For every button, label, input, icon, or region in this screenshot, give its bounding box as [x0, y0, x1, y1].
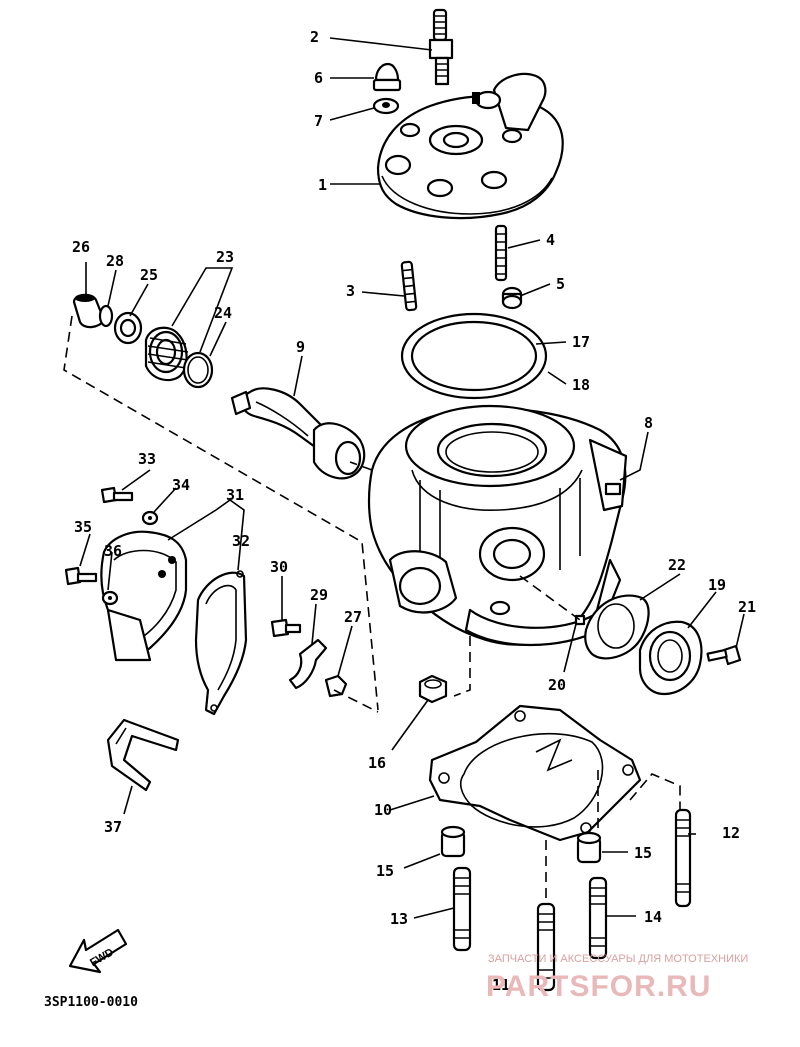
bolt-part[interactable]: [64, 566, 98, 586]
callout-37[interactable]: 37: [104, 818, 122, 836]
o-ring-small-part[interactable]: [98, 304, 114, 328]
callout-3[interactable]: 3: [346, 282, 355, 300]
callout-23[interactable]: 23: [216, 248, 234, 266]
stud-bolt-part[interactable]: [452, 866, 472, 952]
bolt-part[interactable]: [706, 644, 742, 666]
watermark-tagline: ЗАПЧАСТИ И АКСЕССУАРЫ ДЛЯ МОТОТЕХНИКИ: [488, 953, 748, 965]
cover-gasket-part[interactable]: [194, 570, 248, 716]
o-ring-part[interactable]: [182, 351, 214, 389]
callout-15a[interactable]: 15: [376, 862, 394, 880]
callout-32[interactable]: 32: [232, 532, 250, 550]
spark-plug-part[interactable]: [428, 8, 454, 86]
dowel-pin-part[interactable]: [440, 825, 466, 858]
callout-labels: 1 2 3 4 5 6 7 8 9 10 11 12 13 14 15 15 1…: [72, 28, 756, 994]
callout-22[interactable]: 22: [668, 556, 686, 574]
callout-30[interactable]: 30: [270, 558, 288, 576]
callout-7[interactable]: 7: [314, 112, 323, 130]
callout-6[interactable]: 6: [314, 69, 323, 87]
cap-nut-part[interactable]: [372, 62, 402, 92]
power-valve-cover-part[interactable]: [100, 530, 188, 662]
callout-2[interactable]: 2: [310, 28, 319, 46]
base-gasket-part[interactable]: [428, 704, 642, 842]
callout-14[interactable]: 14: [644, 908, 662, 926]
callout-27[interactable]: 27: [344, 608, 362, 626]
callout-15b[interactable]: 15: [634, 844, 652, 862]
callout-10[interactable]: 10: [374, 801, 392, 819]
callout-33[interactable]: 33: [138, 450, 156, 468]
callout-34[interactable]: 34: [172, 476, 190, 494]
callout-13[interactable]: 13: [390, 910, 408, 928]
cover-part[interactable]: [638, 620, 703, 696]
callout-31[interactable]: 31: [226, 486, 244, 504]
hose-clamp-part[interactable]: [106, 718, 180, 792]
lever-part[interactable]: [288, 638, 328, 690]
power-valve-part[interactable]: [230, 387, 366, 480]
dowel-pin-part[interactable]: [501, 286, 523, 310]
callout-25[interactable]: 25: [140, 266, 158, 284]
callout-35[interactable]: 35: [74, 518, 92, 536]
callout-18[interactable]: 18: [572, 376, 590, 394]
assembly-line: [63, 315, 379, 711]
callout-20[interactable]: 20: [548, 676, 566, 694]
callout-24[interactable]: 24: [214, 304, 232, 322]
gasket-part[interactable]: [584, 594, 650, 660]
callout-19[interactable]: 19: [708, 576, 726, 594]
callout-16[interactable]: 16: [368, 754, 386, 772]
valve-holder-part[interactable]: [144, 326, 189, 382]
callout-12[interactable]: 12: [722, 824, 740, 842]
callout-5[interactable]: 5: [556, 275, 565, 293]
assembly-line: [333, 689, 379, 713]
stud-bolt-part[interactable]: [674, 808, 692, 908]
o-ring-part[interactable]: [400, 312, 548, 400]
bolt-part[interactable]: [100, 486, 134, 504]
callout-26[interactable]: 26: [72, 238, 90, 256]
callout-1[interactable]: 1: [318, 176, 327, 194]
callout-9[interactable]: 9: [296, 338, 305, 356]
callout-11[interactable]: 11: [492, 976, 510, 994]
dowel-pin-part[interactable]: [576, 831, 602, 864]
washer-part[interactable]: [101, 590, 119, 606]
stud-bolt-part[interactable]: [494, 224, 508, 282]
assembly-line: [349, 461, 373, 471]
watermark-brand: PARTSFOR.RU: [486, 970, 711, 1003]
callout-36[interactable]: 36: [104, 542, 122, 560]
callout-29[interactable]: 29: [310, 586, 328, 604]
callout-21[interactable]: 21: [738, 598, 756, 616]
callout-17[interactable]: 17: [572, 333, 590, 351]
pin-part[interactable]: [574, 614, 586, 626]
assembly-line: [629, 773, 681, 810]
diagram-code: 3SP1100-0010: [44, 995, 138, 1010]
washer-part[interactable]: [141, 510, 159, 526]
cap-part[interactable]: [72, 293, 106, 329]
forward-arrow-icon: FWD: [68, 928, 128, 974]
nut-part[interactable]: [418, 674, 448, 704]
cylinder-part[interactable]: [367, 404, 628, 647]
assembly-line: [519, 575, 581, 621]
callout-8[interactable]: 8: [644, 414, 653, 432]
callout-28[interactable]: 28: [106, 252, 124, 270]
stud-bolt-part[interactable]: [400, 260, 418, 312]
callout-4[interactable]: 4: [546, 231, 555, 249]
assembly-line: [453, 636, 471, 697]
leader-lines: [79, 37, 745, 919]
cylinder-head-part[interactable]: [376, 72, 564, 220]
stud-bolt-part[interactable]: [588, 876, 608, 960]
washer-part[interactable]: [372, 97, 400, 115]
nut-part[interactable]: [324, 674, 348, 698]
bolt-part[interactable]: [270, 618, 302, 638]
bearing-part[interactable]: [113, 311, 143, 345]
stud-bolt-part[interactable]: [536, 902, 556, 992]
